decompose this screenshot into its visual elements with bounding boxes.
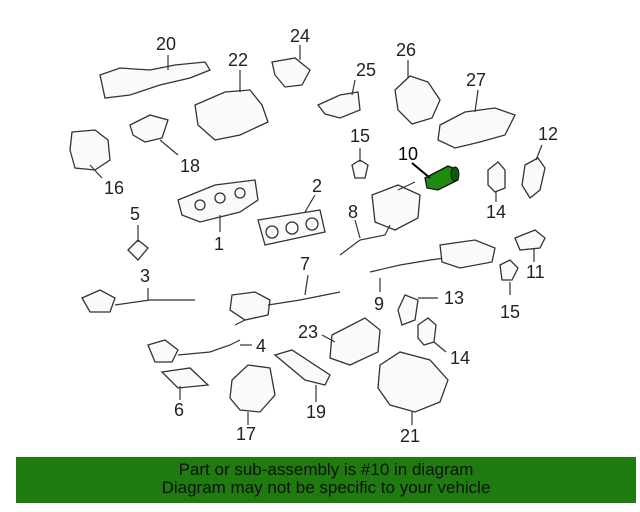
- note-line-1: Part or sub-assembly is #10 in diagram: [178, 460, 474, 479]
- part-2-gasket: [257, 194, 326, 246]
- callout-3: 3: [140, 266, 150, 286]
- callout-5: 5: [130, 204, 140, 224]
- part-6-bracket: [160, 367, 210, 400]
- callout-14-lower: 14: [450, 348, 470, 368]
- exhaust-parts-diagram: 20 22 24 25 26 27 18 16: [69, 26, 558, 446]
- callout-18: 18: [180, 156, 200, 176]
- part-15-hanger-right: [499, 259, 519, 295]
- callout-8: 8: [348, 202, 358, 222]
- part-17-heat-shield: [229, 364, 276, 425]
- part-10-exhaust-tip-highlighted: [411, 162, 460, 191]
- part-23-heat-shield: [321, 317, 381, 366]
- part-13-hanger: [397, 294, 438, 326]
- part-7-front-pipe: [229, 274, 341, 326]
- part-1-exhaust-manifold: [177, 179, 259, 232]
- part-8-resonator: [339, 181, 421, 256]
- part-14-hanger-top: [487, 161, 506, 202]
- callout-22: 22: [228, 50, 248, 70]
- part-25-bracket: [316, 79, 361, 119]
- part-12-bracket: [521, 144, 546, 199]
- callout-6: 6: [174, 400, 184, 420]
- part-3-catalytic-pipe: [81, 288, 195, 313]
- part-26-heat-shield: [394, 60, 441, 125]
- callout-21: 21: [400, 426, 420, 446]
- callout-23: 23: [298, 322, 318, 342]
- callout-15-top: 15: [350, 126, 370, 146]
- callout-13: 13: [444, 288, 464, 308]
- callout-12: 12: [538, 124, 558, 144]
- callout-7: 7: [300, 254, 310, 274]
- callout-25: 25: [356, 60, 376, 80]
- callout-9: 9: [374, 294, 384, 314]
- part-27-heat-shield: [437, 89, 516, 149]
- part-24-heat-shield: [271, 45, 311, 88]
- callout-1: 1: [214, 234, 224, 254]
- part-5-sensor: [127, 225, 149, 261]
- callout-4: 4: [256, 336, 266, 356]
- callout-19: 19: [306, 402, 326, 422]
- callout-2: 2: [312, 176, 322, 196]
- part-11-tail-pipe: [514, 229, 546, 262]
- callout-24: 24: [290, 26, 310, 46]
- part-21-heat-shield: [377, 351, 449, 425]
- part-20-heat-shield: [99, 55, 211, 99]
- callout-17: 17: [236, 424, 256, 444]
- callout-26: 26: [396, 40, 416, 60]
- callout-16: 16: [104, 178, 124, 198]
- part-18-bracket: [129, 114, 179, 156]
- callout-11: 11: [526, 262, 545, 282]
- callout-27: 27: [466, 70, 486, 90]
- part-15-hanger-top: [351, 148, 369, 179]
- part-4-pipe: [147, 339, 252, 363]
- callout-15-right: 15: [500, 302, 520, 322]
- part-22-heat-shield: [194, 70, 269, 141]
- callout-10: 10: [398, 144, 418, 164]
- diagram-note-banner: Part or sub-assembly is #10 in diagram D…: [16, 457, 636, 503]
- note-line-2: Diagram may not be specific to your vehi…: [161, 478, 491, 497]
- callout-14-top: 14: [486, 202, 506, 222]
- callout-20: 20: [156, 34, 176, 54]
- part-19-bracket: [273, 349, 331, 402]
- part-9-muffler: [369, 239, 496, 292]
- part-14-hanger-lower: [417, 317, 447, 353]
- part-16-heat-shield: [69, 129, 111, 179]
